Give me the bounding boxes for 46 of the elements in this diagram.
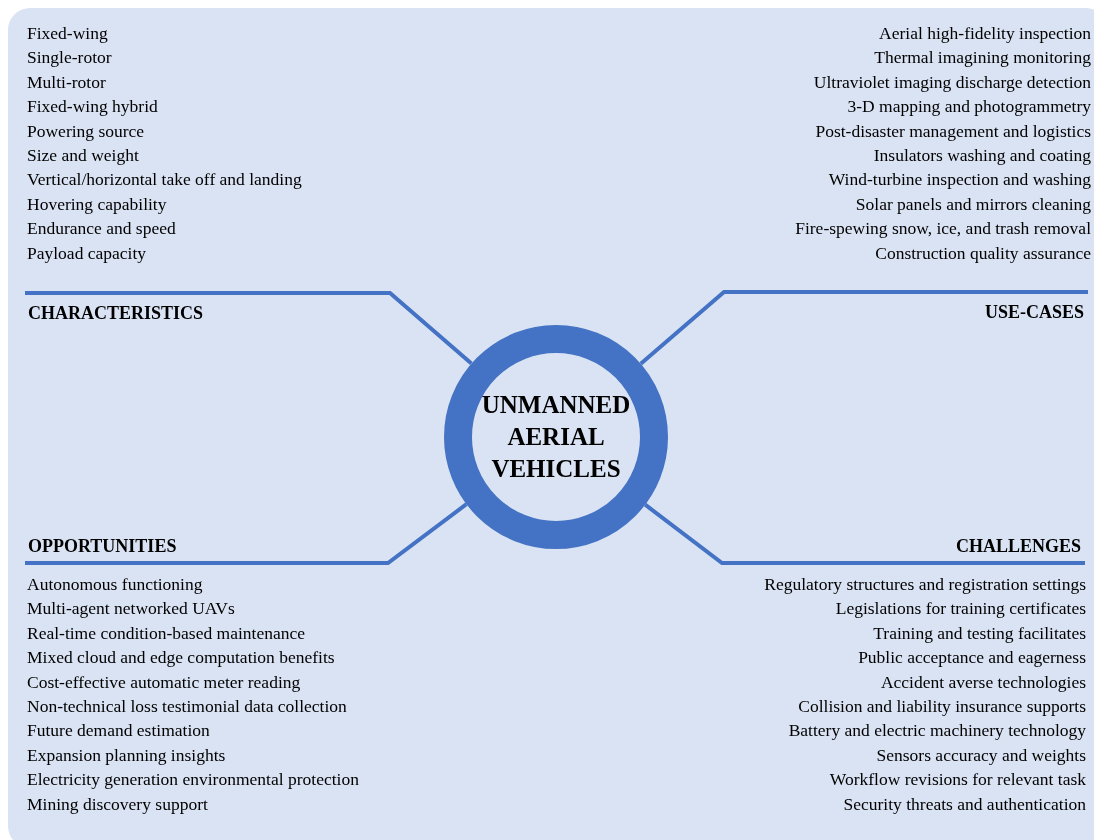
list-item: Thermal imagining monitoring	[874, 46, 1091, 70]
list-item: Security threats and authentication	[843, 792, 1086, 816]
branch-heading: OPPORTUNITIES	[28, 535, 177, 557]
list-item: Battery and electric machinery technology	[788, 719, 1086, 743]
list-item: Regulatory structures and registration settings	[764, 573, 1086, 596]
list-item: Fixed-wing	[27, 22, 108, 45]
list-item: Training and testing facilitates	[873, 621, 1086, 645]
list-item: Fixed-wing hybrid	[27, 95, 158, 119]
list-item: Mining discovery support	[27, 792, 208, 816]
list-item: Future demand estimation	[27, 719, 210, 743]
list-item: Accident averse technologies	[880, 670, 1086, 694]
list-item: Multi-agent networked UAVs	[27, 597, 235, 621]
list-item: Expansion planning insights	[27, 743, 226, 767]
list-item: Real-time condition-based maintenance	[27, 621, 305, 645]
list-item: Post-disaster management and logistics	[815, 119, 1091, 143]
list-item: Autonomous functioning	[27, 573, 203, 596]
list-item: Fire-spewing snow, ice, and trash removal	[795, 217, 1091, 241]
list-item: 3-D mapping and photogrammetry	[847, 95, 1091, 119]
list-item: Insulators washing and coating	[873, 144, 1091, 168]
list-item: Aerial high-fidelity inspection	[879, 22, 1091, 45]
list-item: Collision and liability insurance supports	[798, 695, 1086, 719]
list-item: Vertical/horizontal take off and landing	[27, 168, 302, 192]
branch-heading: USE-CASES	[984, 301, 1084, 323]
list-item: Wind-turbine inspection and washing	[828, 168, 1091, 192]
branch-heading: CHALLENGES	[955, 535, 1081, 557]
list-item: Payload capacity	[27, 241, 147, 265]
list-item: Solar panels and mirrors cleaning	[855, 192, 1091, 216]
list-item: Endurance and speed	[27, 217, 176, 241]
list-item: Multi-rotor	[27, 70, 106, 94]
list-item: Non-technical loss testimonial data collection	[27, 695, 347, 719]
list-item: Public acceptance and eagerness	[858, 646, 1086, 670]
list-item: Construction quality assurance	[875, 241, 1091, 265]
list-item: Sensors accuracy and weights	[876, 743, 1086, 767]
list-item: Cost-effective automatic meter reading	[27, 670, 301, 694]
center-title: UNMANNED AERIAL VEHICLES	[480, 390, 632, 484]
list-item: Size and weight	[27, 144, 139, 168]
list-item: Ultraviolet imaging discharge detection	[813, 70, 1091, 94]
list-item: Mixed cloud and edge computation benefits	[27, 646, 335, 670]
list-item: Workflow revisions for relevant task	[829, 768, 1086, 792]
list-item: Single-rotor	[27, 46, 112, 70]
branch-heading: CHARACTERISTICS	[28, 302, 204, 324]
list-item: Legislations for training certificates	[835, 597, 1086, 621]
list-item: Electricity generation environmental protection	[27, 768, 359, 792]
branch-line	[639, 290, 1088, 366]
list-item: Hovering capability	[27, 192, 167, 216]
list-item: Powering source	[27, 119, 145, 143]
